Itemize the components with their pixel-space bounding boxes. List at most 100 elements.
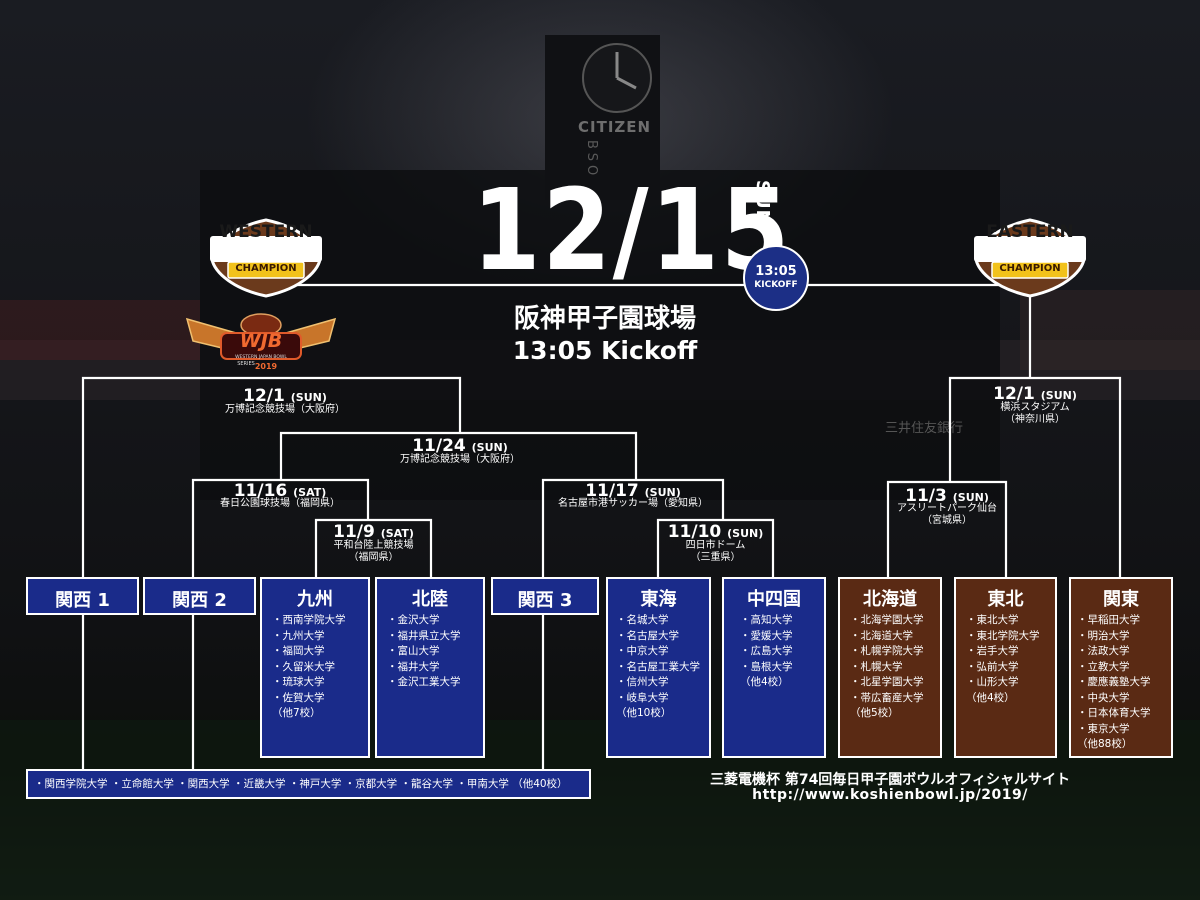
- team-list-item: ・北海学園大学: [850, 614, 924, 626]
- team-list-item: （他7校）: [272, 707, 321, 719]
- match-w-1117-day: (SUN): [644, 486, 681, 499]
- region-tokai-name: 東海: [640, 589, 677, 610]
- region-hokuriku: 北陸 ・金沢大学・福井県立大学・富山大学・福井大学・金沢工業大学: [375, 577, 485, 758]
- team-list-item: ・金沢大学: [387, 614, 440, 626]
- wjb-logo-year: 2019: [254, 362, 278, 371]
- match-w-1110-venue2: （三重県）: [690, 552, 741, 563]
- match-w-1110-date-value: 11/10: [667, 522, 722, 542]
- wjb-logo-sub1: WESTERN JAPAN BOWL: [235, 355, 287, 360]
- team-list-item: ・久留米大学: [272, 660, 335, 673]
- team-list-item: ・富山大学: [387, 645, 440, 657]
- region-tohoku: 東北 ・東北大学・東北学院大学・岩手大学・弘前大学・山形大学（他4校）: [954, 577, 1057, 758]
- region-chushikoku-teams: ・高知大学・愛媛大学・広島大学・島根大学（他4校）: [724, 613, 824, 691]
- eastern-badge-line2: CHAMPION: [999, 263, 1061, 274]
- kickoff-badge: 13:05 KICKOFF: [743, 245, 809, 311]
- team-list-item: ・早稲田大学: [1077, 614, 1140, 626]
- team-list-item: ・西南学院大学: [272, 614, 346, 626]
- region-hokkaido-teams: ・北海学園大学・北海道大学・札幌学院大学・札幌大学・北星学園大学・帯広畜産大学（…: [840, 613, 940, 722]
- team-list-item: （他5校）: [850, 707, 899, 719]
- team-list-item: ・名古屋大学: [616, 629, 679, 642]
- kickoff-badge-label: KICKOFF: [754, 280, 798, 291]
- team-list-item: ・慶應義塾大学: [1077, 676, 1151, 688]
- match-w-1117-date-value: 11/17: [585, 481, 639, 501]
- team-list-item: ・中央大学: [1077, 691, 1130, 704]
- match-e-1103-date: 11/3 (SUN): [885, 487, 1009, 506]
- team-list-item: ・帯広畜産大学: [850, 691, 924, 704]
- match-w-1124-date-value: 11/24: [412, 436, 466, 456]
- final-kickoff: 13:05 Kickoff: [512, 336, 698, 365]
- footer-title: 三菱電機杯 第74回毎日甲子園ボウルオフィシャルサイト: [709, 772, 1071, 788]
- region-hokuriku-name: 北陸: [412, 589, 448, 610]
- match-w-1109-day: (SAT): [380, 527, 414, 540]
- wjb-logo-sub2: SERIES: [237, 361, 255, 367]
- region-kansai3: 関西 3: [491, 577, 599, 615]
- team-list-item: ・金沢工業大学: [387, 676, 461, 688]
- region-kansai1-name: 関西 1: [55, 590, 110, 611]
- team-list-item: ・九州大学: [272, 629, 325, 642]
- team-list-item: ・信州大学: [616, 676, 669, 688]
- match-w-1116-date-value: 11/16: [233, 481, 288, 501]
- team-list-item: ・福井県立大学: [387, 629, 461, 642]
- team-list-item: ・福井大学: [387, 660, 440, 673]
- match-w-1117-venue: 名古屋市港サッカー場（愛知県）: [558, 498, 708, 509]
- match-w-1109-date: 11/9 (SAT): [311, 523, 436, 542]
- match-w-1117-date: 11/17 (SUN): [523, 482, 743, 501]
- match-w-1110-date: 11/10 (SUN): [653, 523, 778, 542]
- final-day: SUN: [752, 180, 773, 226]
- scoreboard-brand: CITIZEN: [578, 118, 652, 136]
- region-kansai3-name: 関西 3: [517, 590, 573, 611]
- region-kyushu: 九州 ・西南学院大学・九州大学・福岡大学・久留米大学・琉球大学・佐賀大学（他7校…: [260, 577, 370, 758]
- team-list-item: ・日本体育大学: [1077, 707, 1151, 719]
- wjb-logo-text: WJB: [239, 330, 283, 352]
- match-e-1103-date-value: 11/3: [905, 486, 947, 506]
- match-w-1110-venue1: 四日市ドーム: [685, 540, 746, 551]
- region-chushikoku: 中四国 ・高知大学・愛媛大学・広島大学・島根大学（他4校）: [722, 577, 826, 758]
- region-kansai2: 関西 2: [143, 577, 256, 615]
- eastern-badge-line1: EASTERN: [986, 222, 1074, 242]
- team-list-item: （他4校）: [740, 676, 789, 688]
- western-badge-line2: CHAMPION: [235, 263, 297, 274]
- match-w-1124-day: (SUN): [471, 441, 508, 454]
- team-list-item: ・名城大学: [616, 614, 669, 626]
- match-w-1110-day: (SUN): [727, 527, 764, 540]
- wjb-logo-icon: [185, 313, 337, 360]
- team-list-item: （他88校）: [1077, 738, 1133, 750]
- football-badge-western-icon: [210, 218, 322, 298]
- match-w-1109-venue2: （福岡県）: [348, 552, 399, 563]
- match-e-1201-venue2: （神奈川県）: [1005, 414, 1065, 425]
- match-e-1201-date-value: 12/1: [993, 384, 1035, 404]
- match-w-1124-date: 11/24 (SUN): [345, 437, 575, 456]
- match-e-1201-day: (SUN): [1040, 389, 1077, 402]
- scoreboard-sub: BSO: [584, 140, 599, 180]
- region-kyushu-teams: ・西南学院大学・九州大学・福岡大学・久留米大学・琉球大学・佐賀大学（他7校）: [262, 613, 368, 722]
- team-list-item: ・琉球大学: [272, 676, 325, 688]
- team-list-item: ・札幌大学: [850, 660, 903, 673]
- region-hokkaido: 北海道 ・北海学園大学・北海道大学・札幌学院大学・札幌大学・北星学園大学・帯広畜…: [838, 577, 942, 758]
- region-chushikoku-name: 中四国: [747, 589, 801, 610]
- team-list-item: ・法政大学: [1077, 645, 1130, 657]
- team-list-item: （他10校）: [616, 707, 672, 719]
- team-list-item: ・東北学院大学: [966, 629, 1040, 642]
- match-w-1201-date: 12/1 (SUN): [170, 387, 400, 406]
- kickoff-badge-time: 13:05: [755, 264, 797, 280]
- match-e-1103-venue2: （宮城県）: [922, 515, 972, 526]
- match-w-1116-date: 11/16 (SAT): [170, 482, 390, 501]
- team-list-item: ・中京大学: [616, 645, 669, 657]
- team-list-item: ・名古屋工業大学: [616, 660, 700, 673]
- team-list-item: ・北海道大学: [850, 629, 913, 642]
- region-hokkaido-name: 北海道: [863, 589, 917, 610]
- match-w-1116-day: (SAT): [293, 486, 327, 499]
- final-venue: 阪神甲子園球場: [513, 304, 696, 334]
- match-e-1201-date: 12/1 (SUN): [955, 385, 1115, 404]
- final-date: 12/15: [472, 166, 792, 296]
- scoreboard-clock-icon: [582, 43, 652, 113]
- region-kansai1: 関西 1: [26, 577, 139, 615]
- region-tohoku-teams: ・東北大学・東北学院大学・岩手大学・弘前大学・山形大学（他4校）: [956, 613, 1055, 706]
- match-w-1109-venue1: 平和台陸上競技場: [333, 540, 414, 551]
- match-w-1116-venue: 春日公園球技場（福岡県）: [220, 498, 340, 509]
- match-e-1103-day: (SUN): [952, 491, 989, 504]
- region-tokai-teams: ・名城大学・名古屋大学・中京大学・名古屋工業大学・信州大学・岐阜大学（他10校）: [608, 613, 709, 722]
- footer-url[interactable]: http://www.koshienbowl.jp/2019/: [752, 787, 1028, 803]
- bank-sign: 三井住友銀行: [885, 421, 964, 436]
- team-list-item: ・東京大学: [1077, 722, 1130, 735]
